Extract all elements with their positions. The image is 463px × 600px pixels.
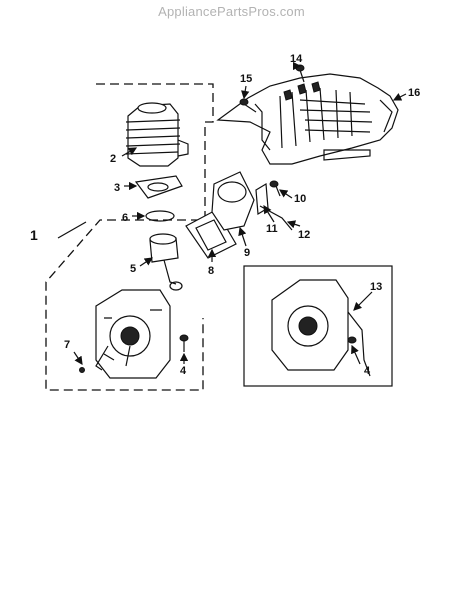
callout-2: 2 bbox=[110, 153, 116, 165]
callout-3: 3 bbox=[114, 182, 120, 194]
piston-part-5 bbox=[149, 233, 183, 291]
callout-10: 10 bbox=[294, 193, 306, 205]
callout-16: 16 bbox=[408, 87, 420, 99]
callout-9: 9 bbox=[244, 247, 250, 259]
callout-5: 5 bbox=[130, 263, 136, 275]
callout-15: 15 bbox=[240, 73, 252, 85]
callout-6: 6 bbox=[122, 212, 128, 224]
callout-7: 7 bbox=[64, 339, 70, 351]
callout-1: 1 bbox=[30, 227, 38, 243]
leader-lines bbox=[57, 61, 407, 365]
pin-part-7 bbox=[79, 367, 85, 373]
cylinder-part-2 bbox=[125, 102, 189, 167]
callout-13: 13 bbox=[370, 281, 382, 293]
inset-crankcase bbox=[271, 279, 371, 377]
piston-ring-part-6 bbox=[145, 210, 175, 222]
callout-12: 12 bbox=[298, 229, 310, 241]
screw-part-4-inset bbox=[347, 336, 357, 344]
gasket-part-8 bbox=[185, 209, 237, 259]
callout-4-inset: 4 bbox=[364, 365, 371, 377]
screw-part-10 bbox=[269, 180, 281, 197]
screw-part-4-main bbox=[179, 334, 189, 352]
gasket-part-3 bbox=[134, 175, 183, 199]
inset-box bbox=[243, 265, 393, 387]
muffler-part-9 bbox=[211, 171, 255, 231]
callout-11: 11 bbox=[266, 223, 278, 235]
callout-8: 8 bbox=[208, 265, 214, 277]
callout-14: 14 bbox=[290, 53, 303, 65]
watermark: AppliancePartsPros.com bbox=[158, 4, 305, 19]
engine-shroud-part-16 bbox=[216, 73, 399, 165]
callout-4: 4 bbox=[180, 365, 187, 377]
crankcase-assembly bbox=[95, 289, 171, 379]
